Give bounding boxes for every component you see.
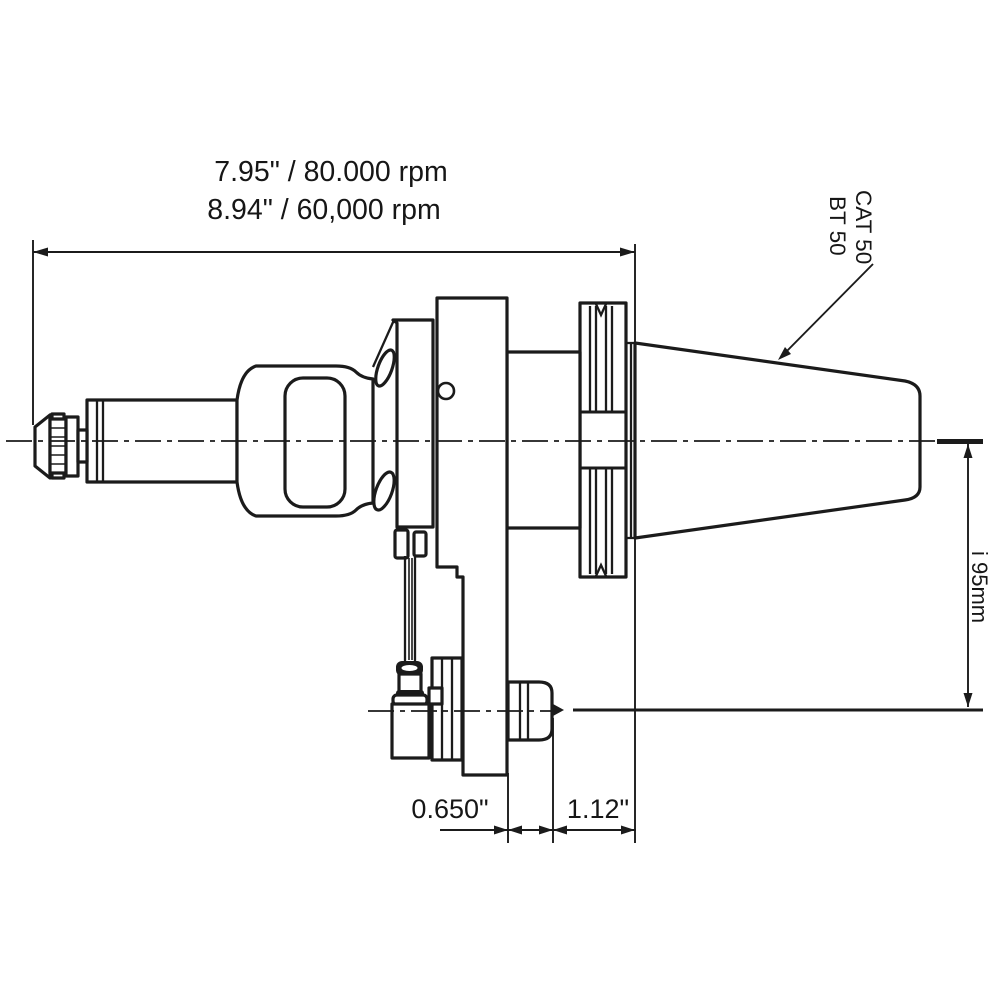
collet-nose xyxy=(33,412,89,480)
offset-dimension: i 95mm xyxy=(573,439,992,712)
centerlines xyxy=(6,440,937,712)
clamp-lug-bottom xyxy=(372,470,396,512)
rear-plate xyxy=(435,296,509,777)
body-window xyxy=(283,376,347,509)
front-plate xyxy=(371,318,435,529)
length-speed-label-2: 8.94" / 60,000 rpm xyxy=(207,194,441,226)
bottom-dimension-left: 0.650" xyxy=(411,794,488,824)
spacer-cylinder xyxy=(505,350,582,530)
clamp-rod-assembly xyxy=(390,528,431,760)
top-length-dimension: 7.95" / 80.000 rpm 8.94" / 60,000 rpm xyxy=(32,156,636,843)
bottom-dimensions: 0.650" 1.12" xyxy=(411,718,636,843)
taper-callout: CAT 50 BT 50 xyxy=(778,190,876,360)
offset-dimension-label: i 95mm xyxy=(967,551,992,623)
taper-label-bt: BT 50 xyxy=(825,196,850,256)
length-speed-label-1: 7.95" / 80.000 rpm xyxy=(214,156,448,188)
gripper-flange xyxy=(578,301,628,579)
lower-bracket xyxy=(427,656,464,762)
plate-hole xyxy=(436,381,456,401)
taper-label-cat: CAT 50 xyxy=(851,190,876,264)
clamp-lug-top xyxy=(374,348,396,388)
clamp-block xyxy=(390,702,431,760)
main-body xyxy=(235,364,375,518)
bottom-dimension-right: 1.12" xyxy=(567,794,629,824)
center-point-marker xyxy=(553,704,564,716)
